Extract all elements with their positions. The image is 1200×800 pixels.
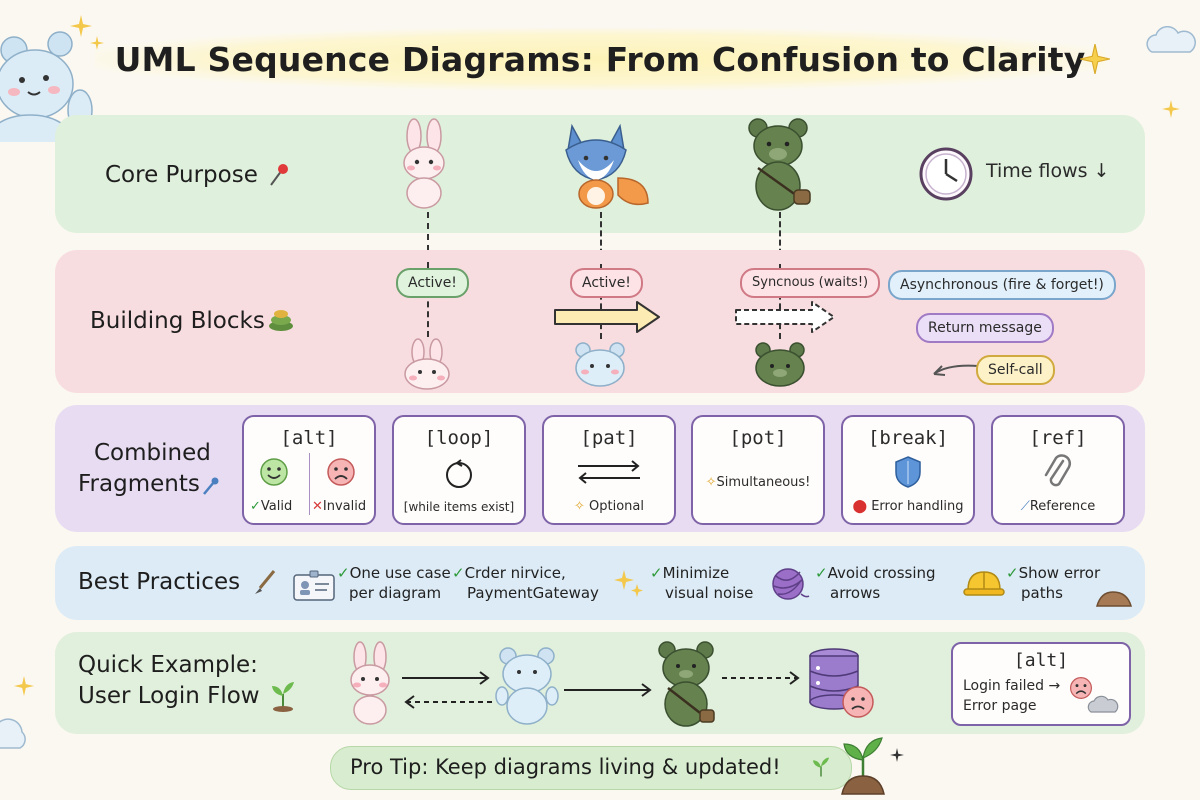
cloud-icon [0, 718, 26, 749]
lifeline-bear [779, 212, 781, 264]
sparkle-icon [614, 570, 643, 597]
bear-icon [575, 342, 625, 387]
fragment-tag: [alt] [280, 427, 338, 449]
page-title: UML Sequence Diagrams: From Confusion to… [95, 28, 1105, 90]
fox-icon [565, 123, 649, 209]
yarn-icon [772, 568, 810, 600]
time-flows-note: Time flows ↓ [986, 160, 1110, 182]
combined-fragments-label: Combined Fragments [78, 440, 211, 497]
bunny-icon [404, 338, 450, 390]
bear-icon [748, 118, 811, 211]
sprout-icon [272, 682, 294, 712]
sprout-icon [812, 757, 830, 777]
pin-icon [203, 477, 219, 495]
fragment-ref: [ref] ⟋Reference [991, 415, 1125, 525]
sparkle-icon [1080, 44, 1110, 74]
return-bubble: Return message [916, 313, 1054, 343]
message-arrow [564, 683, 652, 697]
bear-icon [658, 641, 715, 727]
lifeline-bunny [427, 212, 429, 262]
stack-icon [269, 310, 293, 331]
alt-tag: [alt] [1013, 650, 1069, 671]
id-card-icon [293, 570, 335, 601]
fragment-loop: [loop] [while items exist] [392, 415, 526, 525]
fragment-tag: [pat] [580, 427, 638, 449]
valid-label: ✓Valid [250, 499, 293, 514]
shield-icon [895, 456, 921, 488]
active-bubble-1: Active! [396, 268, 469, 298]
frown-icon [327, 458, 355, 486]
pin-icon [270, 164, 288, 186]
lifeline-bunny-2 [427, 262, 429, 337]
fragment-tag: [pot] [729, 427, 787, 449]
self-call-bubble: Self-call [976, 355, 1055, 385]
fragment-tag: [break] [867, 427, 949, 449]
fragment-break: [break] ⬤ Error handling [841, 415, 975, 525]
fragment-tag: [loop] [424, 427, 494, 449]
sync-bubble: Syncnous (waits!) [740, 268, 881, 298]
alt-box: [alt] Login failed → Error page [951, 642, 1131, 726]
fragment-opt: [pat] ✧ Optional [542, 415, 676, 525]
fragment-alt: [alt] ✓Valid ✕Invalid [242, 415, 376, 525]
best-practices-band [55, 546, 1145, 620]
fragment-par: [pot] ✧Simultaneous! [691, 415, 825, 525]
dirt-icon [1096, 591, 1132, 607]
sparkle-icon [70, 15, 92, 37]
smile-icon [260, 458, 288, 486]
sync-arrow-outline [735, 301, 835, 333]
hardhat-icon [963, 571, 1005, 596]
lifeline-fox-2 [600, 264, 602, 339]
fragment-tag: [ref] [1029, 427, 1087, 449]
loop-icon [446, 459, 472, 488]
bear-icon [495, 647, 559, 725]
message-arrow-dashed [722, 671, 800, 685]
cloud-icon [1087, 695, 1119, 713]
bear-icon [755, 342, 805, 387]
sparkle-icon [890, 748, 904, 762]
alt-line-2: Error page [963, 698, 1037, 714]
async-bubble: Asynchronous (fire & forget!) [888, 270, 1116, 300]
fragment-sub: ✧ Optional [574, 499, 644, 514]
bunny-icon [350, 641, 390, 725]
invalid-label: ✕Invalid [312, 499, 367, 514]
sparkle-icon [14, 676, 34, 696]
fragment-sub: ⬤ Error handling [852, 499, 964, 514]
building-blocks-label: Building Blocks [90, 308, 265, 334]
sync-arrow [554, 301, 660, 333]
paperclip-icon [1044, 454, 1071, 487]
paintbrush-icon [255, 570, 276, 594]
active-bubble-2: Active! [570, 268, 643, 298]
cloud-icon [1146, 26, 1196, 53]
quick-example-label: Quick Example: User Login Flow [78, 652, 260, 709]
frown-icon [1070, 677, 1092, 699]
sparkle-icon [1162, 100, 1180, 118]
alt-line-1: Login failed → [963, 678, 1061, 694]
exchange-arrows-icon [578, 460, 640, 484]
fragment-sub: [while items exist] [403, 500, 515, 514]
plant-pot-icon [841, 737, 885, 795]
bunny-icon [403, 118, 445, 209]
best-practices-label: Best Practices [78, 569, 241, 595]
lifeline-bear-2 [779, 264, 781, 339]
lifeline-fox [600, 212, 602, 264]
core-purpose-label: Core Purpose [105, 162, 258, 188]
pro-tip-banner [330, 746, 852, 790]
message-arrows [402, 671, 492, 709]
self-call-arrow [933, 364, 979, 376]
database-icon [809, 648, 874, 718]
pro-tip-text: Pro Tip: Keep diagrams living & updated! [350, 755, 781, 779]
fragment-sub: ✧Simultaneous! [705, 475, 811, 490]
divider [309, 453, 310, 515]
best-practice-item: ✓Crder nirvice,PaymentGateway [452, 564, 599, 602]
fragment-sub: ⟋Reference [1020, 499, 1096, 514]
clock-icon [919, 147, 973, 201]
